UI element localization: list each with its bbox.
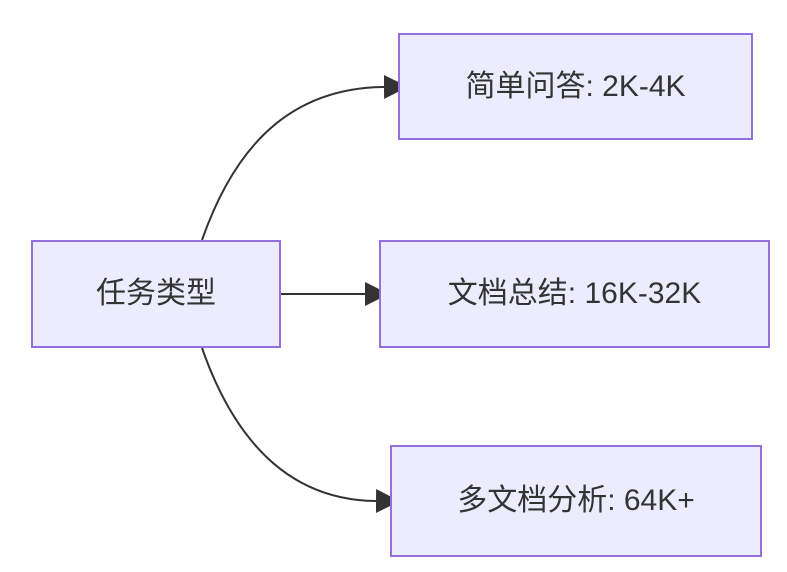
edge-task-type-to-multi-doc	[201, 347, 400, 513]
node-simple-qa-label: 简单问答: 2K-4K	[465, 69, 686, 103]
node-multi-doc-label: 多文档分析: 64K+	[457, 484, 695, 517]
edge-task-type-to-simple-qa	[201, 75, 408, 241]
node-doc-summary[interactable]: 文档总结: 16K-32K	[379, 240, 770, 348]
node-multi-doc[interactable]: 多文档分析: 64K+	[390, 445, 762, 557]
node-task-type-label: 任务类型	[96, 277, 216, 310]
node-task-type[interactable]: 任务类型	[31, 240, 281, 348]
node-doc-summary-label: 文档总结: 16K-32K	[447, 277, 702, 310]
node-simple-qa[interactable]: 简单问答: 2K-4K	[398, 33, 753, 140]
